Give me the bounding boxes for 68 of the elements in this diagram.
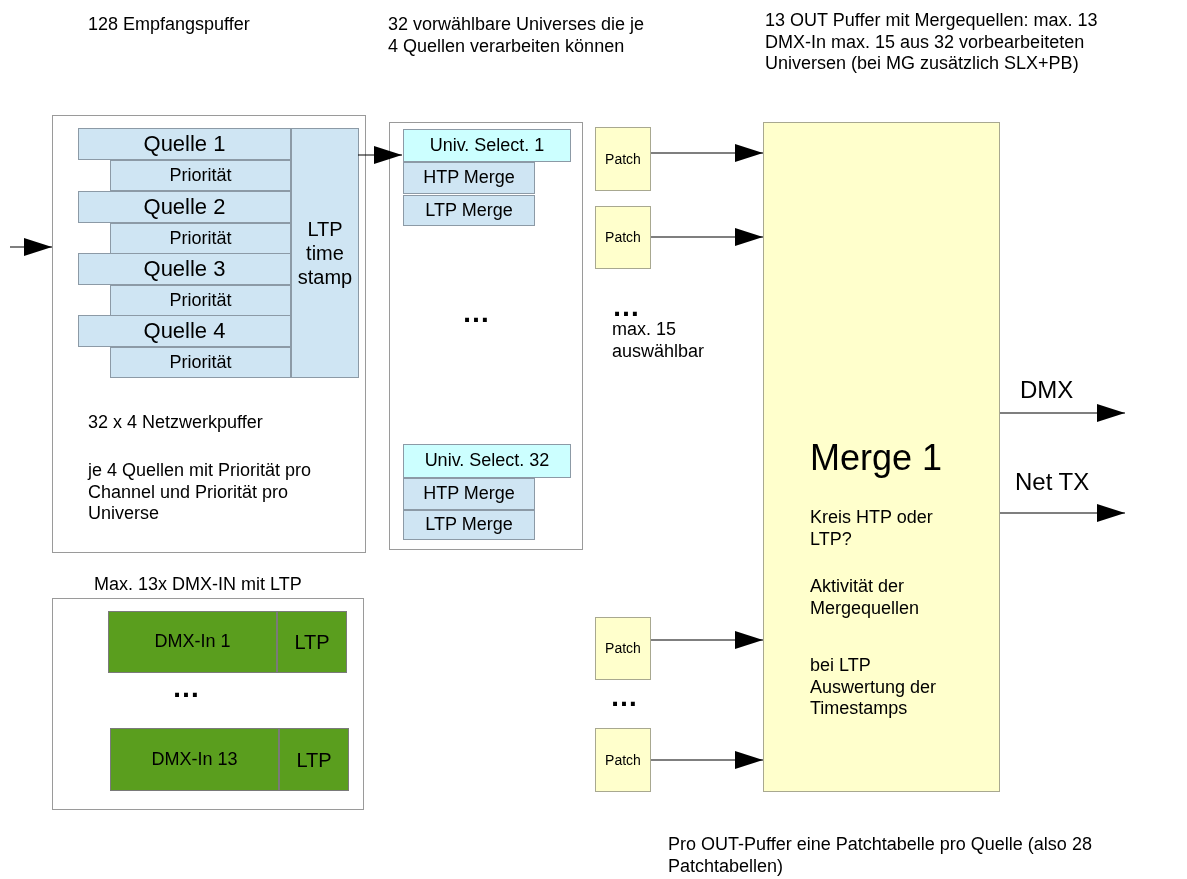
panel-heading: 128 Empfangspuffer [88, 14, 251, 36]
patch-box [595, 127, 651, 191]
merge-cell [403, 195, 535, 226]
patch-box [595, 206, 651, 269]
cell-label: LTP Merge [424, 513, 514, 537]
cell-label: HTP Merge [422, 166, 516, 190]
cell-label: Priorität [168, 163, 233, 187]
priority-cell [110, 285, 291, 316]
cell-label: Priorität [168, 350, 233, 374]
block-heading: 13 OUT Puffer mit Mergequellen: max. 13 DMX-In max. 15 aus 32 vorbearbeiteten Universen (bei MG zusätzlich SLX+PB) [765, 10, 1099, 75]
cell-label: LTP time stamp [296, 217, 354, 290]
source-cell [78, 253, 291, 285]
timestamp-cell [291, 128, 359, 378]
cell-label: DMX-In 1 [153, 630, 232, 654]
patch-box [595, 617, 651, 680]
cell-label: Univ. Select. 1 [428, 133, 546, 157]
cell-label: LTP [293, 630, 331, 655]
source-cell [78, 191, 291, 223]
cell-label: Quelle 2 [142, 192, 227, 221]
universe-select-cell [403, 129, 571, 162]
panel-heading: 32 vorwählbare Universes die je 4 Quellen verarbeiten können [388, 14, 646, 58]
ellipsis-text: … [462, 296, 491, 330]
arrow [999, 404, 1126, 422]
merge-cell [403, 510, 535, 540]
cell-label: Priorität [168, 288, 233, 312]
merge-cell [403, 162, 535, 194]
note-text: Pro OUT-Puffer eine Patchtabelle pro Quelle (also 28 Patchtabellen) [668, 834, 1093, 878]
arrow [650, 144, 764, 162]
cell-label: Patch [604, 639, 642, 659]
panel-heading: Max. 13x DMX-IN mit LTP [94, 574, 303, 596]
arrow [650, 751, 764, 769]
dmx-input-cell [110, 728, 279, 791]
block-text: Kreis HTP oder LTP? [810, 507, 934, 551]
cell-label: DMX-In 13 [150, 747, 239, 771]
arrow [9, 238, 53, 256]
block-text: Aktivität der Mergequellen [810, 576, 921, 620]
priority-cell [110, 347, 291, 378]
cell-label: LTP Merge [424, 198, 514, 222]
cell-label: Patch [604, 149, 642, 169]
merge-cell [403, 478, 535, 510]
cell-label: Patch [604, 228, 642, 248]
panel-text: 32 x 4 Netzwerkpuffer [88, 412, 264, 434]
ellipsis-text: … [610, 680, 639, 714]
priority-cell [110, 223, 291, 254]
arrow [999, 504, 1126, 522]
cell-label: Univ. Select. 32 [423, 449, 551, 473]
priority-cell [110, 160, 291, 191]
arrow [357, 146, 403, 164]
ellipsis-text: … [172, 671, 201, 705]
cell-label: Quelle 4 [142, 316, 227, 345]
cell-label: Quelle 3 [142, 254, 227, 283]
dmx-input-cell [108, 611, 277, 673]
cell-label: Priorität [168, 226, 233, 250]
block-title: Merge 1 [810, 436, 944, 480]
cell-label: HTP Merge [422, 482, 516, 506]
universe-select-cell [403, 444, 571, 478]
patch-box [595, 728, 651, 792]
block-text: bei LTP Auswertung der Timestamps [810, 655, 938, 720]
arrow [650, 228, 764, 246]
source-cell [78, 315, 291, 347]
arrow [650, 631, 764, 649]
ltp-cell [277, 611, 347, 673]
panel-text: je 4 Quellen mit Priorität pro Channel und Priorität pro Universe [88, 460, 313, 525]
source-cell [78, 128, 291, 160]
ltp-cell [279, 728, 349, 791]
cell-label: Quelle 1 [142, 129, 227, 158]
cell-label: Patch [604, 750, 642, 770]
cell-label: LTP [295, 747, 333, 773]
